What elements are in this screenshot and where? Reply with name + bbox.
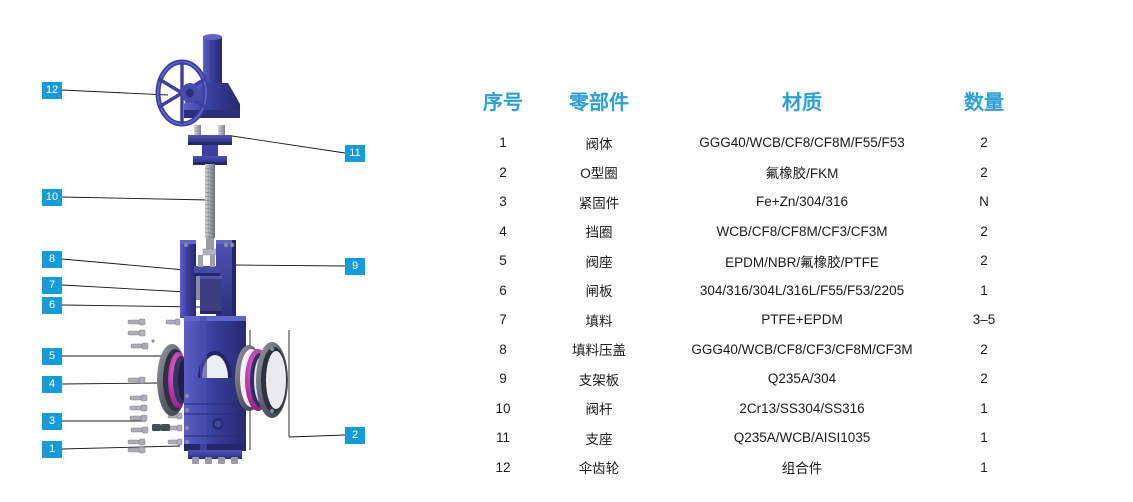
cell-material: 组合件 (781, 461, 823, 477)
cell-part: 填料压盖 (572, 343, 626, 359)
valve-stem (202, 164, 218, 256)
cell-material: PTFE+EPDM (761, 312, 843, 328)
callout-4[interactable]: 4 (42, 376, 62, 393)
cell-no: 1 (499, 135, 507, 151)
cell-qty: 2 (980, 341, 988, 357)
cell-qty: 2 (980, 135, 988, 151)
cell-qty: 2 (980, 371, 988, 387)
cell-no: 4 (499, 223, 507, 239)
table-row: 4 挡圈 WCB/CF8/CF8M/CF3/CF3M 2 (466, 217, 1022, 247)
cell-no: 11 (495, 430, 510, 446)
table-row: 11 支座 Q235A/WCB/AISI1035 1 (466, 423, 1022, 453)
callout-3[interactable]: 3 (42, 413, 62, 430)
cell-part: 支座 (585, 431, 613, 447)
parts-table-header: 序号 零部件 材质 数量 (466, 86, 1022, 128)
cell-no: 10 (495, 400, 511, 416)
table-row: 5 阀座 EPDM/NBR/氟橡胶/PTFE 2 (466, 246, 1022, 276)
yoke-and-gate (180, 240, 236, 318)
header-no: 序号 (483, 92, 523, 114)
callout-11[interactable]: 11 (345, 145, 365, 162)
cell-part: 阀体 (585, 136, 613, 152)
cell-no: 8 (499, 341, 507, 357)
parts-list-panel: 序号 零部件 材质 数量 1 阀体 GGG40/WCB/CF8/CF8M/F55/F… (460, 0, 1133, 502)
cell-qty: 1 (980, 282, 988, 298)
valve-illustration (61, 34, 346, 464)
callout-9[interactable]: 9 (345, 258, 365, 275)
seat-ring-right (235, 342, 288, 418)
cell-qty: 2 (980, 223, 988, 239)
cell-no: 3 (499, 194, 507, 210)
valve-exploded-diagram: 12 10 8 7 6 5 4 3 1 11 9 2 (0, 0, 460, 502)
table-row: 1 阀体 GGG40/WCB/CF8/CF8M/F55/F53 2 (466, 128, 1022, 158)
valve-body (184, 316, 246, 464)
cell-material: Q235A/304 (767, 371, 837, 387)
cell-part: 支架板 (578, 372, 620, 388)
cell-qty: 1 (980, 459, 988, 475)
header-part: 零部件 (569, 92, 629, 114)
parts-table: 序号 零部件 材质 数量 1 阀体 GGG40/WCB/CF8/CF8M/F55/F… (466, 86, 1022, 482)
cell-qty: 1 (980, 430, 988, 446)
table-row: 10 阀杆 2Cr13/SS304/SS316 1 (466, 394, 1022, 424)
table-row: 3 紧固件 Fe+Zn/304/316 N (466, 187, 1022, 217)
cell-material: Q235A/WCB/AISI1035 (733, 430, 871, 446)
table-row: 9 支架板 Q235A/304 2 (466, 364, 1022, 394)
cell-no: 9 (499, 371, 507, 387)
exploded-fasteners (127, 318, 183, 454)
cell-part: 阀座 (585, 254, 613, 270)
bevel-gearbox-assembly (155, 34, 240, 127)
cell-material: Fe+Zn/304/316 (756, 194, 848, 210)
cell-part: 紧固件 (578, 195, 620, 211)
cell-material: WCB/CF8/CF8M/CF3/CF3M (716, 223, 888, 239)
callout-6[interactable]: 6 (42, 297, 62, 314)
seat-ring-left (157, 344, 190, 416)
cell-no: 7 (499, 312, 507, 328)
cell-part: 伞齿轮 (578, 461, 620, 477)
cell-no: 12 (495, 459, 511, 475)
cell-part: 填料 (585, 313, 613, 329)
table-row: 12 伞齿轮 组合件 1 (466, 453, 1022, 483)
cell-qty: 2 (980, 253, 988, 269)
cell-qty: N (979, 194, 989, 210)
cell-part: 阀杆 (585, 402, 613, 418)
callout-2[interactable]: 2 (345, 427, 365, 444)
cell-no: 2 (499, 164, 507, 180)
callout-7[interactable]: 7 (42, 277, 62, 294)
cell-material: 304/316/304L/316L/F55/F53/2205 (699, 282, 905, 298)
cell-part: O型圈 (580, 166, 618, 182)
cell-no: 6 (499, 282, 507, 298)
header-material: 材质 (782, 92, 822, 114)
support-bracket (188, 135, 232, 165)
cell-material: 氟橡胶/FKM (765, 166, 839, 182)
table-row: 6 闸板 304/316/304L/316L/F55/F53/2205 1 (466, 276, 1022, 306)
cell-material: 2Cr13/SS304/SS316 (739, 400, 865, 416)
callout-10[interactable]: 10 (42, 189, 62, 206)
callout-1[interactable]: 1 (42, 441, 62, 458)
cell-part: 闸板 (585, 284, 613, 300)
cell-material: GGG40/WCB/CF8/CF8M/F55/F53 (699, 135, 905, 151)
cell-part: 挡圈 (585, 225, 613, 241)
table-row: 8 填料压盖 GGG40/WCB/CF8/CF3/CF8M/CF3M 2 (466, 335, 1022, 365)
cell-qty: 1 (980, 400, 988, 416)
header-row: 序号 零部件 材质 数量 (466, 86, 1022, 128)
callout-5[interactable]: 5 (42, 348, 62, 365)
table-row: 2 O型圈 氟橡胶/FKM 2 (466, 158, 1022, 188)
callout-8[interactable]: 8 (42, 251, 62, 268)
cell-qty: 2 (980, 164, 988, 180)
cell-material: EPDM/NBR/氟橡胶/PTFE (725, 254, 879, 270)
table-row: 7 填料 PTFE+EPDM 3–5 (466, 305, 1022, 335)
header-qty: 数量 (964, 92, 1004, 114)
cell-material: GGG40/WCB/CF8/CF3/CF8M/CF3M (691, 341, 913, 357)
cell-qty: 3–5 (972, 312, 996, 328)
handwheel (155, 59, 209, 127)
callout-12[interactable]: 12 (42, 82, 62, 99)
cell-no: 5 (499, 253, 507, 269)
